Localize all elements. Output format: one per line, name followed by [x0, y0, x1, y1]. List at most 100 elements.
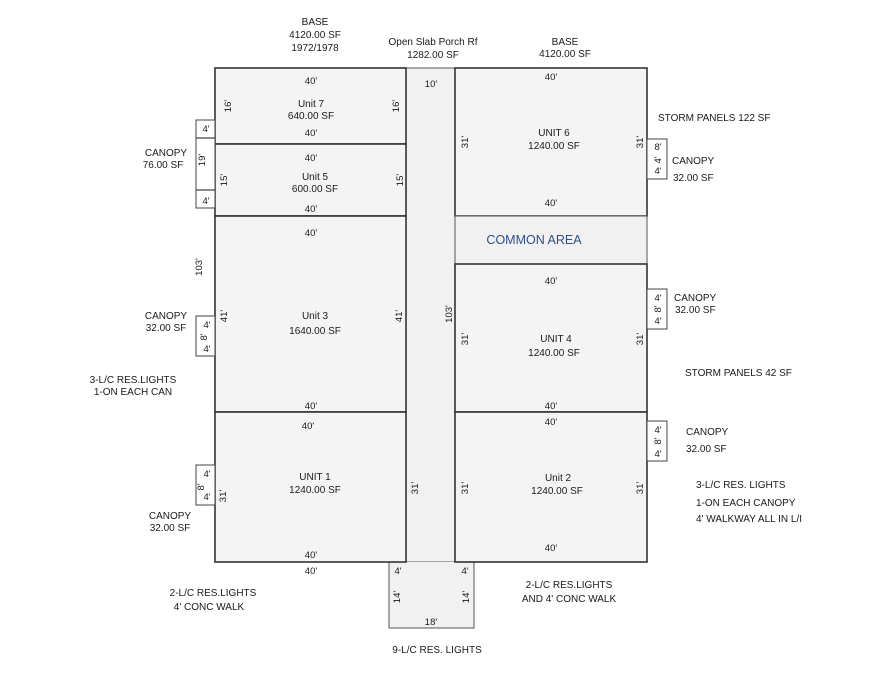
stoop-bottom-dim: 18' [425, 617, 438, 628]
common-area-label: COMMON AREA [486, 233, 582, 247]
left-height-dim: 103' [194, 258, 205, 276]
unit-1-top-dim: 40' [302, 421, 315, 432]
canopy-left-lower [195, 464, 216, 506]
unit-7-area: 640.00 SF [288, 111, 334, 122]
unit-4-room [454, 263, 648, 413]
unit-6-room [454, 67, 648, 217]
unit-4-bottom-dim: 40' [545, 401, 558, 412]
left-lights-note-1: 3-L/C RES.LIGHTS [90, 375, 177, 386]
base-left-label: BASE [302, 17, 329, 28]
unit-3-top-dim: 40' [305, 228, 318, 239]
canopy-left-upper-d2: 19' [197, 154, 208, 167]
porch-label: Open Slab Porch Rf [389, 37, 478, 48]
unit-5-name: Unit 5 [302, 172, 329, 183]
canopy-right-lower-area: 32.00 SF [686, 444, 727, 455]
unit-3-room [214, 215, 407, 413]
right-lights-note-3: 4' WALKWAY ALL IN L/I [696, 514, 802, 525]
canopy-left-lower-d3: 4' [203, 492, 210, 503]
unit-5-area: 600.00 SF [292, 184, 338, 195]
storm-panels-top-note: STORM PANELS 122 SF [658, 113, 770, 124]
canopy-right-mid-d2: 8' [653, 305, 664, 312]
unit-5-left-dim: 15' [219, 174, 230, 187]
unit-6-top-dim: 40' [545, 72, 558, 83]
right-walk-note-2: AND 4' CONC WALK [522, 594, 617, 605]
canopy-left-mid-d1: 4' [203, 320, 210, 331]
bottom-lights-note: 9-L/C RES. LIGHTS [392, 645, 482, 656]
canopy-left-upper-d1: 4' [202, 124, 209, 135]
porch-height-dim: 103' [444, 305, 455, 323]
left-outer-bottom-dim: 40' [305, 566, 318, 577]
unit-2-top-dim: 40' [545, 417, 558, 428]
canopy-right-mid-d3: 4' [654, 316, 661, 327]
canopy-left-mid-area: 32.00 SF [146, 323, 187, 334]
canopy-left-lower-d2: 8' [196, 483, 207, 490]
unit-6-left-dim: 31' [460, 136, 471, 149]
right-walk-note-1: 2-L/C RES.LIGHTS [526, 580, 613, 591]
canopy-right-upper-label: CANOPY [672, 156, 715, 167]
stoop-right-side-dim: 14' [461, 591, 472, 604]
unit-2-right-dim: 31' [635, 482, 646, 495]
base-left-years: 1972/1978 [291, 43, 339, 54]
unit-7-right-dim: 16' [391, 100, 402, 113]
porch-area: 1282.00 SF [407, 50, 459, 61]
stoop-left-top-dim: 4' [394, 566, 401, 577]
unit-3-left-dim: 41' [219, 310, 230, 323]
unit-3-right-dim: 41' [394, 310, 405, 323]
canopy-right-lower [646, 420, 668, 462]
canopy-left-mid-d2: 8' [199, 333, 210, 340]
unit-2-room [454, 411, 648, 563]
unit-3-area: 1640.00 SF [289, 326, 341, 337]
canopy-right-upper [646, 138, 668, 180]
stoop-left-side-dim: 14' [392, 591, 403, 604]
canopy-right-lower-d3: 4' [654, 449, 661, 460]
unit-4-left-dim: 31' [460, 333, 471, 346]
unit-4-right-dim: 31' [635, 333, 646, 346]
unit-5-room [214, 143, 407, 217]
unit-6-area: 1240.00 SF [528, 141, 580, 152]
canopy-right-mid-area: 32.00 SF [675, 305, 716, 316]
canopy-left-upper-label: CANOPY [145, 148, 188, 159]
porch-strip [405, 67, 456, 563]
left-walk-note-2: 4' CONC WALK [174, 602, 245, 613]
unit-1-name: UNIT 1 [299, 472, 331, 483]
unit-6-bottom-dim: 40' [545, 198, 558, 209]
unit-2-left-dim: 31' [460, 482, 471, 495]
unit-7-top-dim: 40' [305, 76, 318, 87]
unit-4-top-dim: 40' [545, 276, 558, 287]
common-area-room [454, 215, 648, 265]
canopy-right-upper-area: 32.00 SF [673, 173, 714, 184]
unit-1-area: 1240.00 SF [289, 485, 341, 496]
unit-5-bottom-dim: 40' [305, 204, 318, 215]
canopy-right-lower-label: CANOPY [686, 427, 729, 438]
unit-5-right-dim: 15' [395, 174, 406, 187]
entry-stoop [388, 562, 475, 629]
canopy-left-upper-d3: 4' [202, 196, 209, 207]
canopy-left-mid-d3: 4' [203, 344, 210, 355]
canopy-right-mid-label: CANOPY [674, 293, 717, 304]
canopy-right-upper-d1: 8' [654, 142, 661, 153]
base-right-area: 4120.00 SF [539, 49, 591, 60]
canopy-right-upper-d3: 4' [654, 166, 661, 177]
left-lights-note-2: 1-ON EACH CAN [94, 387, 172, 398]
base-left-area: 4120.00 SF [289, 30, 341, 41]
canopy-right-upper-d2: 4' [653, 156, 664, 163]
unit-4-area: 1240.00 SF [528, 348, 580, 359]
left-walk-note-1: 2-L/C RES.LIGHTS [170, 588, 257, 599]
unit-7-bottom-dim: 40' [305, 128, 318, 139]
unit-7-name: Unit 7 [298, 99, 325, 110]
canopy-left-lower-area: 32.00 SF [150, 523, 191, 534]
canopy-left-lower-d1: 4' [203, 469, 210, 480]
unit-1-bottom-dim: 40' [305, 550, 318, 561]
unit-4-name: UNIT 4 [540, 334, 572, 345]
base-right-label: BASE [552, 37, 579, 48]
unit-3-bottom-dim: 40' [305, 401, 318, 412]
unit-1-right-dim: 31' [410, 482, 421, 495]
unit-5-top-dim: 40' [305, 153, 318, 164]
unit-2-area: 1240.00 SF [531, 486, 583, 497]
canopy-right-mid [646, 288, 668, 330]
canopy-left-mid-label: CANOPY [145, 311, 188, 322]
canopy-right-mid-d1: 4' [654, 293, 661, 304]
unit-1-left-dim: 31' [218, 490, 229, 503]
porch-top-dim: 10' [425, 79, 438, 90]
